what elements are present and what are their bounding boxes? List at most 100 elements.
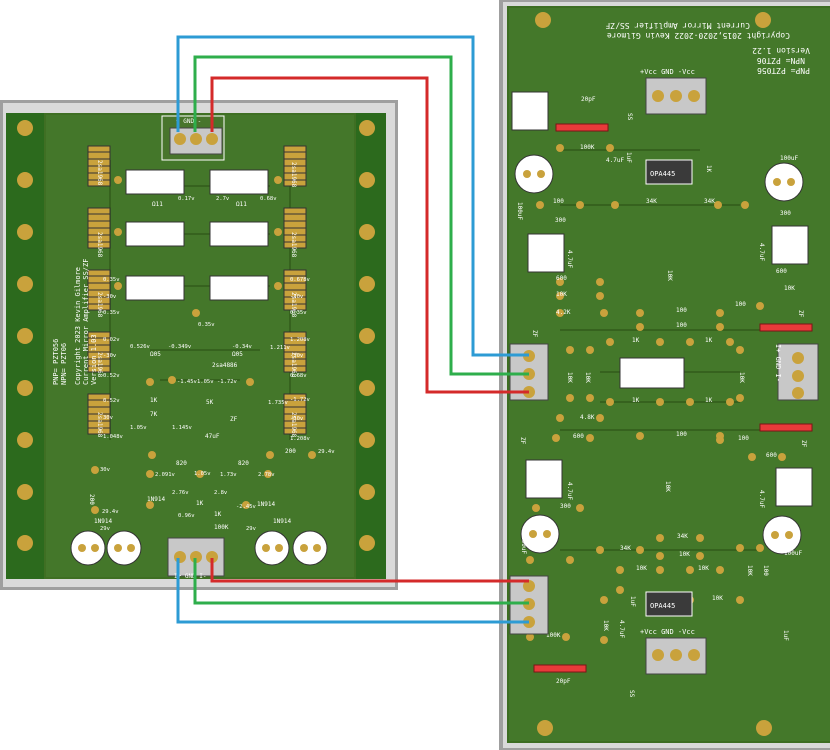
solder-pad (562, 633, 570, 641)
solder-pad (686, 566, 694, 574)
left-connector-label: + GND - (176, 118, 201, 125)
solder-pad (566, 346, 574, 354)
voltage-label: 0.35v (290, 310, 307, 316)
voltage-label: 2.78v (258, 472, 275, 478)
mounting-hole (17, 484, 33, 500)
voltage-label: 1.05v (194, 471, 211, 477)
voltage-label: 2.7v (216, 196, 230, 202)
solder-pad (536, 201, 544, 209)
solder-pad (600, 309, 608, 317)
mounting-hole (359, 120, 375, 136)
part-label: 300 (555, 217, 566, 224)
solder-pad (686, 338, 694, 346)
part-label: 4.7uF (566, 482, 573, 500)
silk-title: Current Mirror Amplifier SS/ZF (82, 259, 90, 385)
solder-pad (656, 534, 664, 542)
solder-pad (576, 504, 584, 512)
voltage-label: 0.35v (198, 322, 215, 328)
part-label: 100 (762, 565, 769, 576)
part-label: 2sa4886 (212, 362, 238, 369)
voltage-label: 1.208v (290, 337, 311, 343)
voltage-label: -30v (290, 416, 304, 422)
voltage-label: 0.02v (103, 337, 120, 343)
green-wire-top (193, 55, 529, 376)
voltage-label: -1.45v (177, 379, 198, 385)
part-label: 20pF (556, 678, 571, 685)
solder-pad (726, 398, 734, 406)
mica-capacitor (759, 323, 813, 332)
voltage-label: 1.211v (270, 345, 291, 351)
part-label: 1uF (629, 596, 636, 607)
solder-pad (656, 338, 664, 346)
transistor-pad (283, 331, 307, 373)
part-label: 10K (784, 285, 795, 292)
part-label: 10K (556, 291, 567, 298)
solder-pad (736, 544, 744, 552)
part-label: 34K (677, 533, 688, 540)
voltage-label: 1.735v (268, 400, 289, 406)
mounting-hole (17, 120, 33, 136)
voltage-label: 30v (100, 467, 111, 473)
solder-pad (556, 278, 564, 286)
voltage-label: 1.73v (220, 472, 237, 478)
voltage-label: -1.72v (217, 379, 238, 385)
solder-pad (532, 504, 540, 512)
center-ic (619, 357, 685, 389)
right-title: Current Mirror Amplifier SS/ZF (605, 21, 750, 30)
solder-pad (274, 228, 282, 236)
blue-wire-top (176, 35, 529, 357)
right-output-connector-bottom (509, 575, 549, 635)
solder-pad (778, 453, 786, 461)
part-label: 4.7uF (618, 620, 625, 638)
mounting-hole (359, 380, 375, 396)
red-wire-top (210, 76, 529, 394)
part-label: 2sa1968 (96, 292, 103, 318)
part-label: 1K (705, 165, 712, 173)
solder-pad (552, 434, 560, 442)
solder-pad (556, 292, 564, 300)
solder-pad (586, 394, 594, 402)
right-pnp: PNP= PZT056 (757, 66, 810, 75)
voltage-label: -30v (290, 353, 304, 359)
mounting-hole (17, 432, 33, 448)
right-npn: NPN= PZT06 (757, 56, 805, 65)
part-label: ZF (800, 440, 807, 448)
part-label: 100uF (516, 202, 523, 220)
solder-pad (606, 398, 614, 406)
ic-label-top: OPA445 (650, 170, 675, 178)
voltage-label: 1.145v (172, 425, 193, 431)
part-label: 10K (738, 372, 745, 383)
mounting-hole (17, 328, 33, 344)
mounting-hole (17, 380, 33, 396)
voltage-label: 0.526v (130, 344, 151, 350)
part-label: 820 (176, 460, 187, 467)
transistor-pad (283, 269, 307, 311)
part-label: 100K (580, 144, 595, 151)
part-label: 2sa1968 (290, 352, 297, 378)
silk-pnp: PNP= PZT056 (52, 339, 60, 385)
mounting-hole (359, 432, 375, 448)
part-label: 100uF (784, 550, 802, 557)
part-label: 1K (632, 397, 640, 404)
part-label: 10K (698, 565, 709, 572)
red-wire-bottom (210, 558, 529, 583)
solder-pad (656, 566, 664, 574)
solder-pad (636, 309, 644, 317)
mounting-hole (359, 224, 375, 240)
voltage-label: 1.05v (197, 379, 214, 385)
solder-pad (114, 282, 122, 290)
part-label: 2sa1968 (290, 232, 297, 258)
solder-pad (266, 451, 274, 459)
solder-pad (556, 309, 564, 317)
mounting-hole (359, 328, 375, 344)
solder-pad (596, 414, 604, 422)
solder-pad (586, 346, 594, 354)
solder-pad (196, 470, 204, 478)
solder-pad (696, 552, 704, 560)
electrolytic-capacitor (254, 530, 290, 566)
solder-pad (686, 398, 694, 406)
part-label: 10K (666, 270, 673, 281)
solder-pad (274, 282, 282, 290)
transistor-pad (87, 393, 111, 435)
transistor-pad (87, 331, 111, 373)
